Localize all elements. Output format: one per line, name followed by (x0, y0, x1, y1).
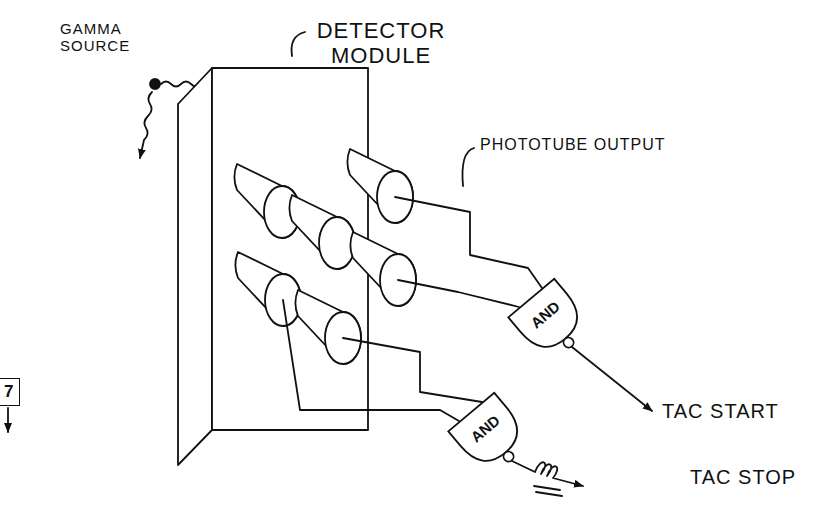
leader-line (462, 148, 474, 186)
detector-block-side (178, 68, 212, 465)
signal-name: TAC START (662, 400, 779, 423)
phototube (348, 149, 413, 223)
detector-block-face (212, 68, 368, 430)
signal-wire (398, 280, 519, 307)
arrow (7, 408, 9, 432)
phototube (236, 252, 301, 326)
coil-mark (534, 486, 560, 490)
phototube (290, 195, 355, 269)
delay-coil (512, 461, 583, 486)
phototube (296, 290, 361, 364)
figure-number: 7 (4, 382, 14, 402)
output-line (572, 347, 652, 411)
module-label: DETECTOR MODULE (306, 18, 456, 69)
leader-line (292, 32, 305, 56)
signal-label: PHOTOTUBE OUTPUT (480, 136, 666, 154)
gamma-ray (140, 92, 152, 158)
signal-wire (343, 338, 482, 402)
signal-wire (395, 197, 542, 288)
signal-wire (283, 300, 459, 421)
gamma-source-dot (150, 79, 160, 89)
signal-name: TAC STOP (690, 466, 796, 489)
coil-mark (536, 492, 562, 496)
source-label: GAMMA SOURCE (60, 20, 142, 55)
and-gate: AND (447, 391, 529, 472)
and-gate: AND (507, 277, 589, 358)
figure-number-box: 7 (0, 378, 20, 406)
phototube (351, 232, 416, 306)
